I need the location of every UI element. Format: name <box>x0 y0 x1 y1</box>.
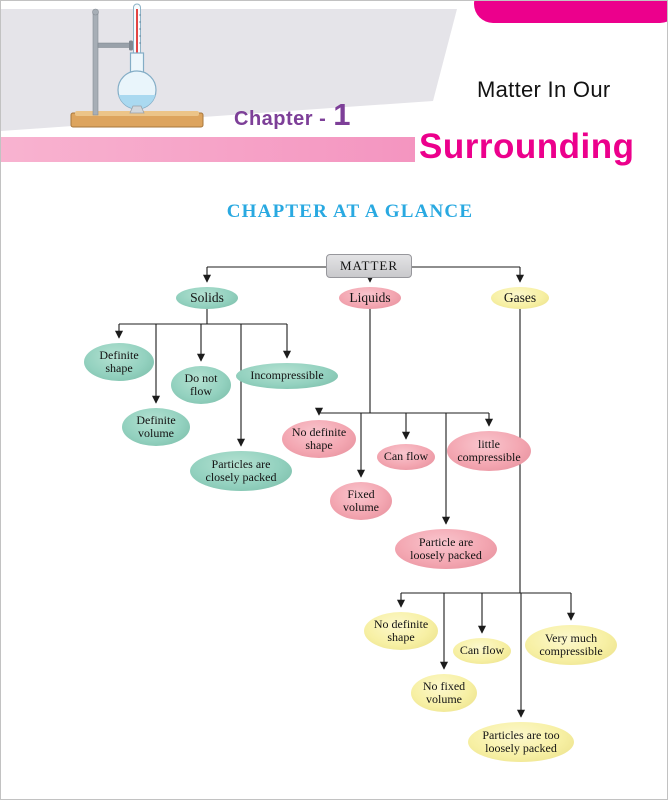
node-solids-particles-closely-packed: Particles are closely packed <box>190 451 292 491</box>
node-gases: Gases <box>491 287 549 309</box>
title-banner-stripe <box>1 137 415 162</box>
section-title: CHAPTER AT A GLANCE <box>226 201 474 222</box>
node-matter: MATTER <box>326 254 412 278</box>
node-solids-do-not-flow: Do not flow <box>171 366 231 404</box>
top-right-pink-blob <box>474 1 667 23</box>
node-solids-incompressible: Incompressible <box>236 363 338 389</box>
stand-base <box>70 111 204 128</box>
thermometer-icon <box>133 3 141 62</box>
lab-apparatus-illustration <box>70 3 204 128</box>
node-gases-very-much-compressible: Very much compressible <box>525 625 617 665</box>
node-liquids-can-flow: Can flow <box>377 444 435 470</box>
node-liquids-particle-loosely-packed: Particle are loosely packed <box>395 529 497 569</box>
node-liquids: Liquids <box>339 287 401 309</box>
chapter-number: 1 <box>333 97 351 132</box>
node-solids: Solids <box>176 287 238 309</box>
node-gases-no-definite-shape: No definite shape <box>364 612 438 650</box>
burner-icon <box>129 105 145 114</box>
stand-rod <box>92 8 133 116</box>
book-title-line2: Surrounding <box>419 127 635 166</box>
node-gases-particles-too-loosely-packed: Particles are too loosely packed <box>468 722 574 762</box>
book-title-line1: Matter In Our <box>477 77 611 102</box>
node-gases-no-fixed-volume: No fixed volume <box>411 674 477 712</box>
node-liquids-no-definite-shape: No definite shape <box>282 420 356 458</box>
header-gray-band <box>1 9 457 131</box>
node-liquids-little-compressible: little compressible <box>447 431 531 471</box>
node-liquids-fixed-volume: Fixed volume <box>330 482 392 520</box>
chapter-label: Chapter - 1 <box>234 97 351 132</box>
node-solids-definite-volume: Definite volume <box>122 408 190 446</box>
chapter-prefix: Chapter - <box>234 108 327 130</box>
node-gases-can-flow: Can flow <box>453 638 511 664</box>
node-solids-definite-shape: Definite shape <box>84 343 154 381</box>
flask-icon <box>117 52 157 110</box>
